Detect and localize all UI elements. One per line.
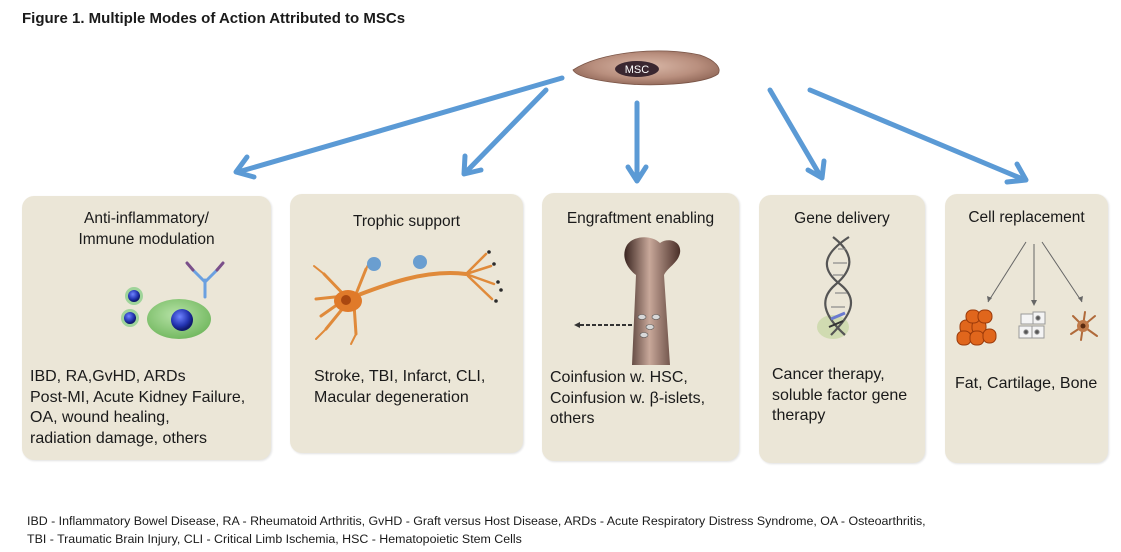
differentiated-cells-icon	[956, 241, 1098, 346]
box-trophic-support: Trophic support Stroke, TBI, Infarct, CL…	[290, 194, 523, 453]
box-description: Fat, Cartilage, Bone	[955, 375, 1098, 392]
cartilage-cells-icon	[1018, 311, 1046, 339]
figure-title: Figure 1. Multiple Modes of Action Attri…	[22, 10, 406, 27]
box-title: Gene delivery	[794, 210, 890, 227]
box-description: Cancer therapy, soluble factor gene ther…	[772, 366, 908, 424]
bone-injection-icon	[574, 237, 681, 365]
dna-helix-icon	[817, 236, 852, 339]
arrow-to-trophic-support	[461, 87, 549, 177]
fat-cells-icon	[956, 309, 997, 346]
msc-label: MSC	[625, 64, 650, 76]
arrow-to-gene-delivery	[767, 87, 827, 181]
abbreviations-footnote: IBD - Inflammatory Bowel Disease, RA - R…	[27, 514, 926, 546]
box-description: Stroke, TBI, Infarct, CLI, Macular degen…	[314, 368, 486, 406]
box-title: Engraftment enabling	[566, 210, 715, 227]
box-title: Cell replacement	[968, 209, 1085, 226]
box-description: Coinfusion w. HSC, Coinfusion w. β-islet…	[550, 369, 706, 427]
box-cell-replacement: Cell replacement	[945, 194, 1108, 463]
box-title: Anti-inflammatory/ Immune modulation	[78, 210, 215, 248]
neuron-icon	[313, 250, 503, 345]
box-description: IBD, RA,GvHD, ARDs Post-MI, Acute Kidney…	[30, 368, 246, 447]
arrow-to-anti-inflammatory	[233, 75, 565, 180]
box-anti-inflammatory: Anti-inflammatory/ Immune modulation	[22, 196, 271, 460]
box-title: Trophic support	[352, 213, 461, 230]
msc-arrows-diagram: MSC	[233, 50, 1029, 185]
msc-cell-icon: MSC	[572, 50, 720, 86]
box-engraftment-enabling: Engraftment enabling Coinfusion w. HSC, …	[542, 193, 739, 461]
box-gene-delivery: Gene delivery Cancer therapy, soluble fa…	[759, 195, 925, 463]
antibody-cells-icon	[121, 261, 225, 339]
arrow-to-cell-replacement	[807, 87, 1029, 185]
arrow-to-engraftment	[625, 100, 649, 184]
